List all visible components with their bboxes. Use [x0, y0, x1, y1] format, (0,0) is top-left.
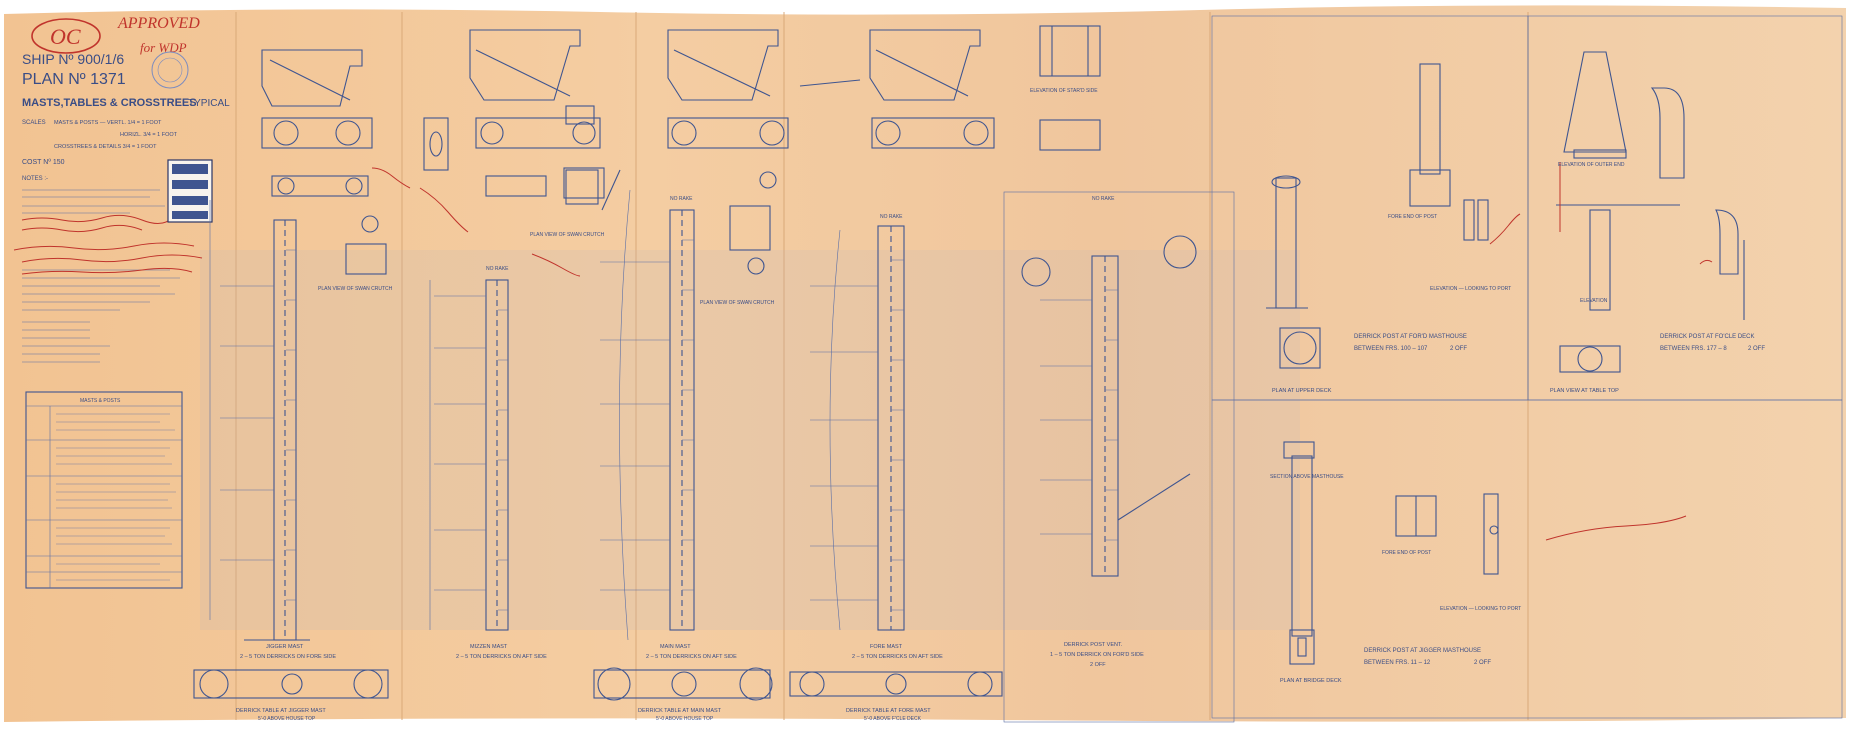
mast-fore [829, 225, 905, 631]
paper-sheet [4, 5, 1846, 722]
label-derrick-post-vent-sub: 1 – 5 TON DERRICK ON FOR'D SIDE [1050, 652, 1144, 658]
derrick-post-vent [1003, 191, 1235, 723]
label-elevation-looking-port: ELEVATION — LOOKING TO PORT [1430, 286, 1511, 292]
label-jigger-mast: JIGGER MAST [266, 644, 304, 650]
derrick-post-fore-masthouse [1266, 63, 1489, 369]
label-vent-off: 2 OFF [1090, 662, 1106, 668]
cost-number: COST Nº 150 [22, 159, 65, 166]
label-jigger-masthouse-frames: BETWEEN FRS. 11 – 12 [1364, 660, 1431, 666]
oc-stamp-text: OC [50, 24, 81, 49]
label-mizzen-mast: MIZZEN MAST [470, 644, 508, 650]
label-no-rake-4: NO RAKE [1092, 196, 1115, 202]
derrick-post-fcle-deck [1556, 51, 1745, 373]
label-no-rake-3: NO RAKE [880, 214, 903, 220]
oc-stamp [31, 18, 101, 54]
typical-label: TYPICAL [188, 98, 230, 109]
label-no-rake-1: NO RAKE [486, 266, 509, 272]
label-fore-derricks: 2 – 5 TON DERRICKS ON AFT SIDE [852, 654, 943, 660]
label-fore-end-post: FORE END OF POST [1388, 214, 1437, 220]
ship-number: SHIP Nº 900/1/6 [22, 51, 124, 67]
label-jigger-masthouse-off: 2 OFF [1474, 660, 1491, 666]
scale-line-1: MASTS & POSTS — VERTL. 1/4 = 1 FOOT [54, 120, 162, 126]
notes-title: NOTES :- [22, 176, 48, 182]
label-mizzen-derricks: 2 – 5 TON DERRICKS ON AFT SIDE [456, 654, 547, 660]
inset-title: MASTS & POSTS [80, 398, 121, 404]
drawing-title: MASTS,TABLES & CROSSTREES [22, 97, 197, 109]
approval-seal [151, 51, 189, 89]
label-elevation-outer-end: ELEVATION OF OUTER END [1558, 162, 1625, 168]
label-fore-table: DERRICK TABLE AT FORE MAST [846, 708, 931, 714]
label-plan-view-swan-2: PLAN VIEW OF SWAN CRUTCH [530, 232, 605, 238]
label-main-derricks: 2 – 5 TON DERRICKS ON AFT SIDE [646, 654, 737, 660]
mast-main [619, 189, 695, 641]
scale-line-2: HORIZL. 3/4 = 1 FOOT [120, 132, 178, 138]
label-no-rake-2: NO RAKE [670, 196, 693, 202]
title-block: OC APPROVED for WDP SHIP Nº 900/1/6 PLAN… [13, 15, 230, 589]
label-fore-table-sub: 5'-0 ABOVE F'CLE DECK [864, 716, 922, 722]
mast-mizzen [429, 279, 509, 631]
mast-jigger [209, 200, 310, 641]
label-fcle-deck-off: 2 OFF [1748, 346, 1765, 352]
approved-note: APPROVED [117, 15, 200, 32]
label-fore-masthouse-off: 2 OFF [1450, 346, 1467, 352]
label-plan-table-top: PLAN VIEW AT TABLE TOP [1550, 388, 1619, 394]
label-plan-upper-deck: PLAN AT UPPER DECK [1272, 388, 1332, 394]
scale-label: SCALES [22, 120, 46, 126]
approved-for-note: for WDP [140, 40, 187, 55]
label-jigger-table-sub: 5'-0 ABOVE HOUSE TOP [258, 716, 316, 722]
label-plan-view-swan-3: PLAN VIEW OF SWAN CRUTCH [700, 300, 775, 306]
label-main-table-sub: 5'-0 ABOVE HOUSE TOP [656, 716, 714, 722]
label-main-table: DERRICK TABLE AT MAIN MAST [638, 708, 722, 714]
label-fore-mast: FORE MAST [870, 644, 903, 650]
label-elevation-looking-port-2: ELEVATION — LOOKING TO PORT [1440, 606, 1521, 612]
elevation-stbd-label: ELEVATION OF STAR'D SIDE [1030, 88, 1098, 94]
derrick-tables [193, 667, 1003, 701]
derrick-post-jigger-masthouse [1283, 441, 1499, 665]
label-plan-view-swan-1: PLAN VIEW OF SWAN CRUTCH [318, 286, 393, 292]
plan-number: PLAN Nº 1371 [22, 71, 126, 88]
label-jigger-masthouse-title: DERRICK POST AT JIGGER MASTHOUSE [1364, 648, 1481, 654]
label-fore-masthouse-title: DERRICK POST AT FOR'D MASTHOUSE [1354, 334, 1467, 340]
label-jigger-derricks: 2 – 5 TON DERRICKS ON FORE SIDE [240, 654, 336, 660]
label-elevation: ELEVATION [1580, 298, 1608, 304]
label-section-masthouse: SECTION ABOVE MASTHOUSE [1270, 474, 1344, 480]
crosstree-details [261, 25, 1101, 205]
masts-posts-table: MASTS & POSTS [25, 391, 183, 589]
scale-line-3: CROSSTREES & DETAILS 3/4 = 1 FOOT [54, 144, 157, 150]
label-derrick-post-vent: DERRICK POST VENT. [1064, 642, 1123, 648]
label-plan-bridge-deck: PLAN AT BRIDGE DECK [1280, 678, 1342, 684]
label-fore-masthouse-frames: BETWEEN FRS. 100 – 107 [1354, 346, 1428, 352]
label-jigger-table: DERRICK TABLE AT JIGGER MAST [236, 708, 326, 714]
label-fcle-deck-frames: BETWEEN FRS. 177 – 8 [1660, 346, 1727, 352]
label-main-mast: MAIN MAST [660, 644, 691, 650]
right-panel-frames [1211, 15, 1843, 719]
label-fore-end-post-2: FORE END OF POST [1382, 550, 1431, 556]
label-fcle-deck-title: DERRICK POST AT FO'CLE DECK [1660, 334, 1755, 340]
